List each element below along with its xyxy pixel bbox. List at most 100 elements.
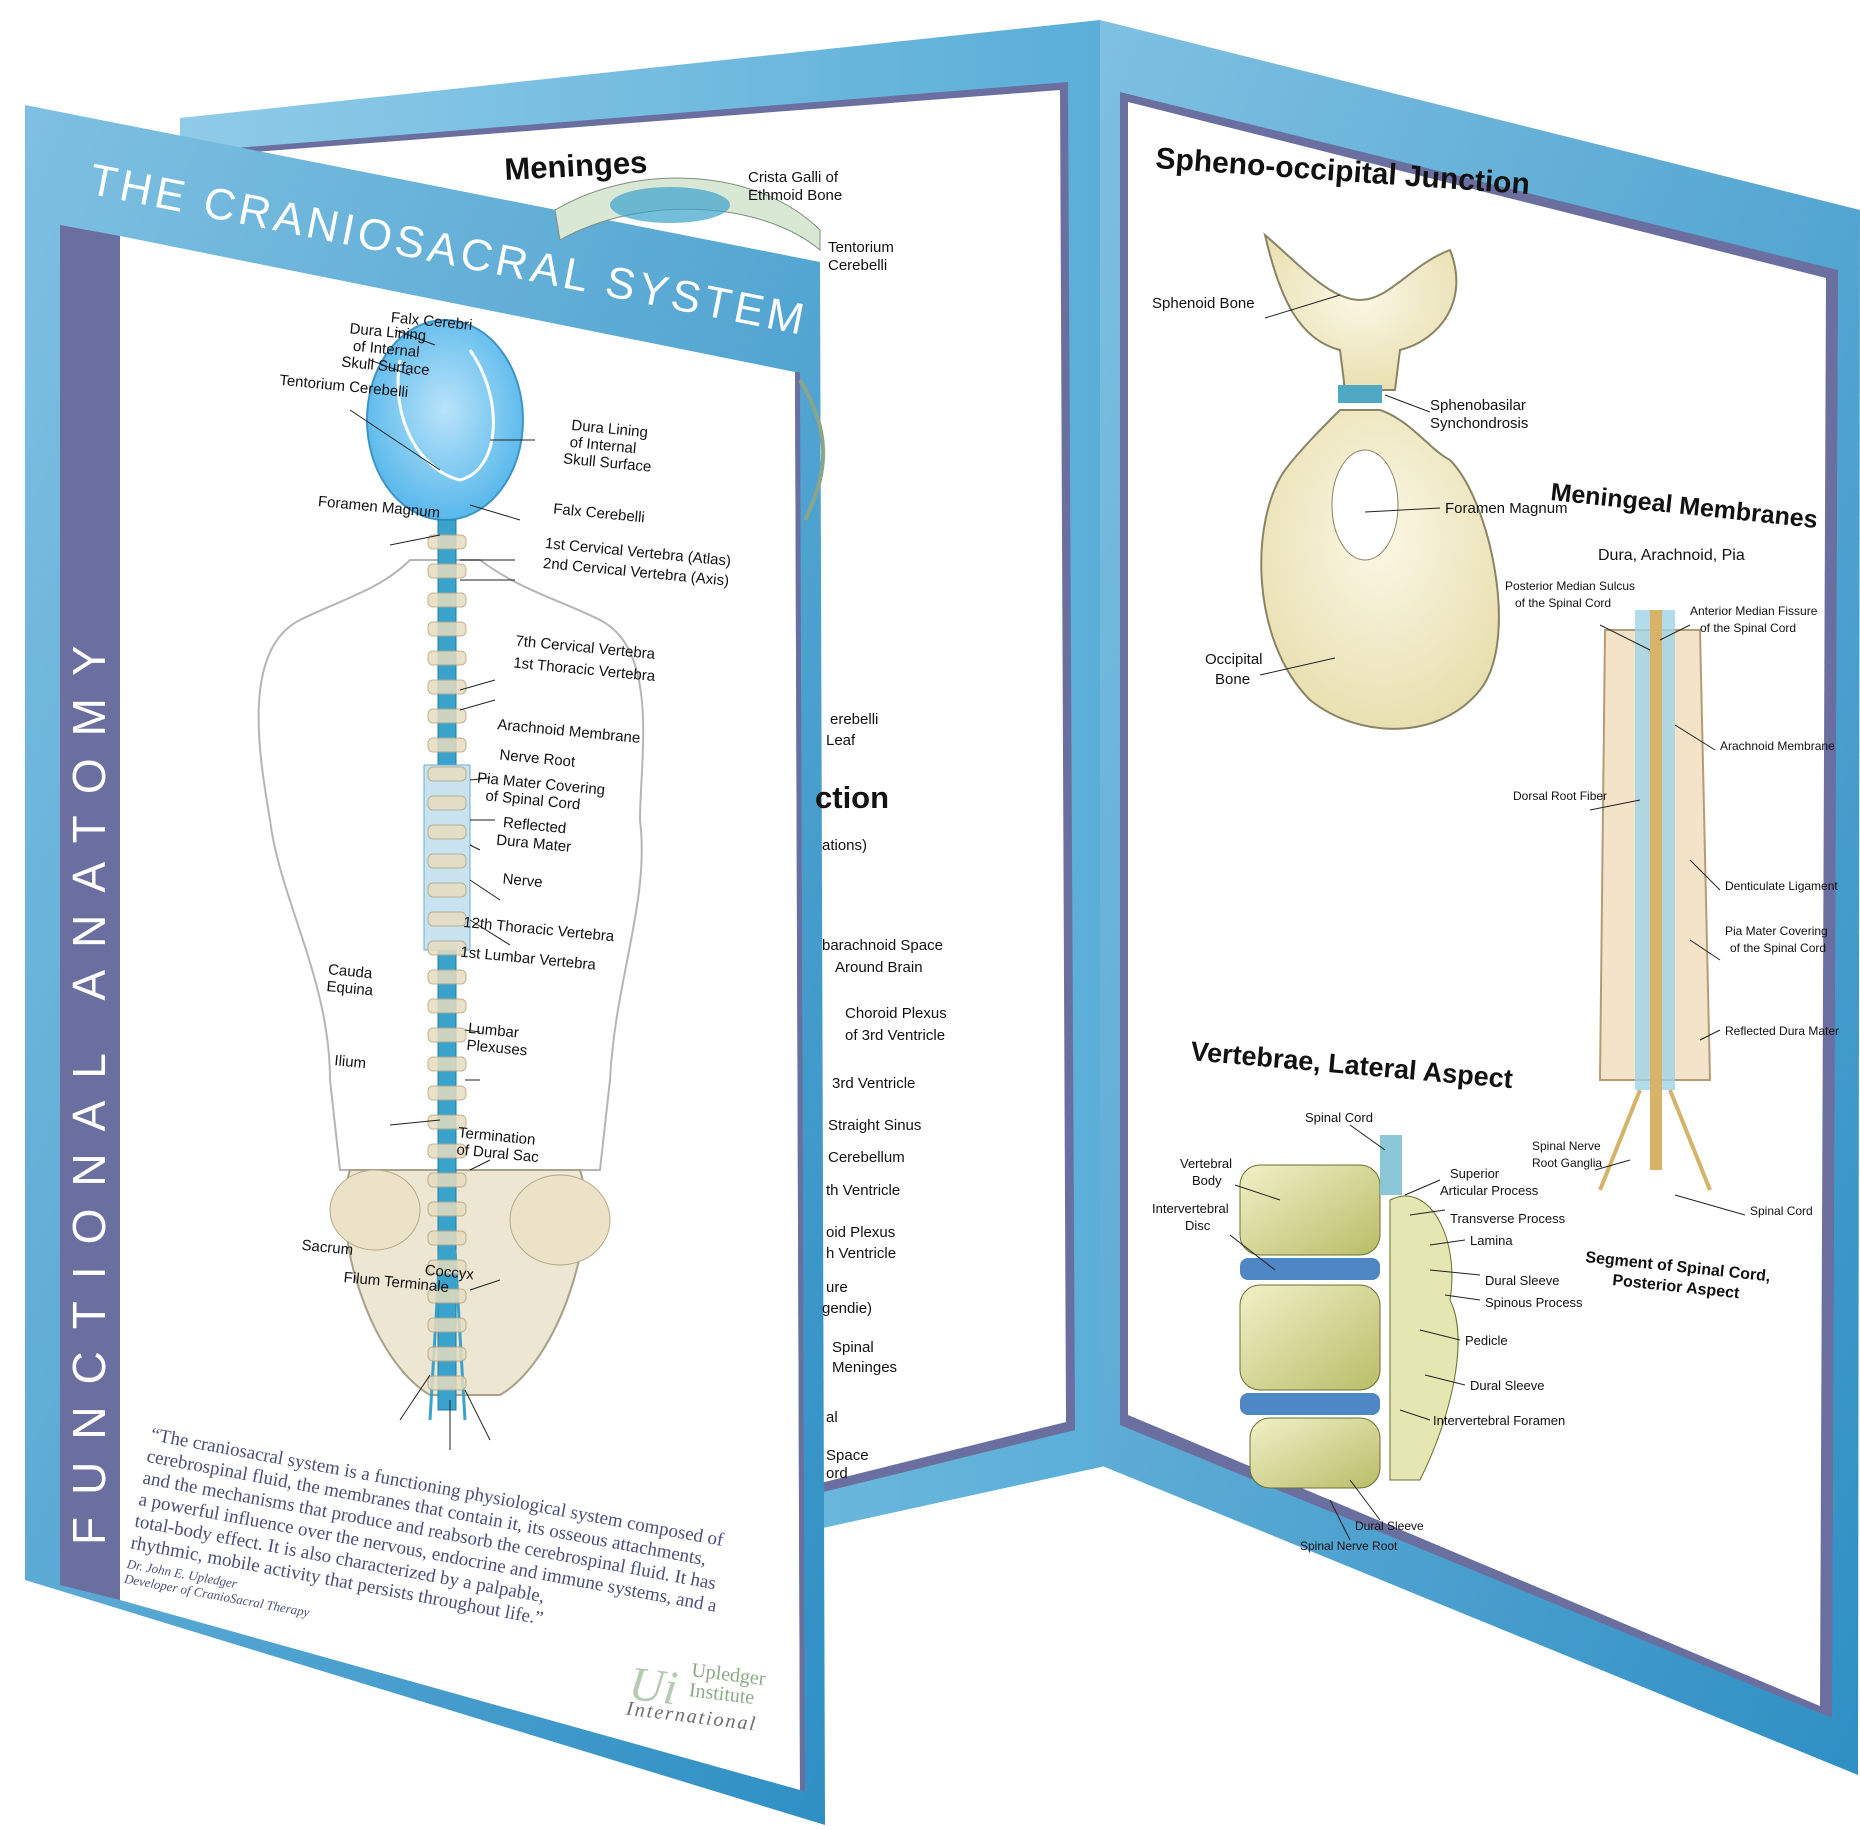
label-arachnoid: Arachnoid Membrane	[497, 716, 641, 747]
vertebra-tick	[427, 795, 467, 811]
label-dural-1: Dural Sleeve	[1485, 1273, 1559, 1288]
label-ganglia-2: Root Ganglia	[1532, 1156, 1602, 1170]
crista-1: Crista Galli of	[748, 169, 839, 186]
label-lumbar-2: Plexuses	[466, 1037, 528, 1060]
label-sphenobasilar-1: Sphenobasilar	[1430, 397, 1526, 414]
label-lumbar-1: Lumbar	[467, 1020, 519, 1042]
vertebra-tick	[427, 824, 467, 840]
label-vbody-2: Body	[1192, 1173, 1222, 1188]
occipital-bone-art	[1260, 409, 1500, 730]
frag-gendie: gendie)	[822, 1300, 872, 1317]
leader-lines	[349, 294, 1746, 1541]
frag-subarachnoid-1: barachnoid Space	[822, 937, 943, 954]
vertebra-tick	[427, 998, 467, 1014]
frag-straight: Straight Sinus	[828, 1117, 921, 1134]
label-pms-1: Posterior Median Sulcus	[1505, 579, 1635, 593]
vertebra-tick	[427, 563, 467, 579]
upledger-logo: Ui Upledger Institute International	[624, 1657, 767, 1736]
vertebra-tick	[427, 650, 467, 666]
label-pms-2: of the Spinal Cord	[1515, 596, 1611, 610]
label-dura-lining-l2: of Internal	[352, 338, 420, 361]
vertebra-tick	[427, 1027, 467, 1043]
label-foramen-magnum: Foramen Magnum	[317, 493, 441, 522]
frag-choroid4-a: oid Plexus	[826, 1224, 895, 1241]
frag-space: Space	[826, 1447, 869, 1464]
mm-title: Meningeal Membranes	[1549, 478, 1819, 534]
label-sacrum: Sacrum	[301, 1237, 354, 1259]
frag-spinal-1: Spinal	[832, 1339, 874, 1356]
label-snr: Spinal Nerve Root	[1300, 1539, 1398, 1553]
frag-choroid4-b: h Ventricle	[826, 1245, 896, 1262]
mm-subtitle: Dura, Arachnoid, Pia	[1598, 547, 1745, 564]
label-foramen: Foramen Magnum	[1445, 500, 1568, 517]
meninges-skull	[554, 177, 826, 521]
front-vertebrae	[427, 534, 467, 1391]
frag-leaf: Leaf	[826, 732, 856, 749]
label-tentorium: Tentorium Cerebelli	[279, 372, 409, 401]
frag-ations: ations)	[822, 837, 867, 854]
label-pedicle: Pedicle	[1465, 1333, 1508, 1348]
vertebra-tick	[427, 621, 467, 637]
label-spinal-cord-r: Spinal Cord	[1750, 1204, 1813, 1218]
vertebra-tick	[427, 1317, 467, 1333]
vertebra-tick	[427, 1375, 467, 1391]
label-nerve-root: Nerve Root	[499, 747, 577, 771]
frag-subarachnoid-2: Around Brain	[835, 959, 923, 976]
label-sap-2: Articular Process	[1440, 1183, 1539, 1198]
label-t12: 12th Thoracic Vertebra	[463, 914, 616, 946]
frag-4th: th Ventricle	[826, 1182, 900, 1199]
vertebra-tick	[427, 1114, 467, 1130]
label-v-spinal-cord: Spinal Cord	[1305, 1110, 1373, 1125]
vertebra-tick	[427, 1230, 467, 1246]
label-sphenoid: Sphenoid Bone	[1152, 295, 1255, 312]
vertebra-tick	[427, 1201, 467, 1217]
label-disc-2: Disc	[1185, 1218, 1211, 1233]
label-disc-1: Intervertebral	[1152, 1201, 1229, 1216]
middle-labels: Meninges Crista Galli of Ethmoid Bone Te…	[504, 145, 947, 1482]
label-denticulate: Denticulate Ligament	[1725, 879, 1838, 893]
label-dorsal: Dorsal Root Fiber	[1513, 789, 1607, 803]
label-reflected-r: Reflected Dura Mater	[1725, 1024, 1839, 1038]
frag-choroid-1: Choroid Plexus	[845, 1005, 947, 1022]
label-amf-1: Anterior Median Fissure	[1690, 604, 1818, 618]
vertebra-tick	[427, 1259, 467, 1275]
so-title: Spheno-occipital Junction	[1155, 142, 1531, 201]
vertebra-tick	[427, 940, 467, 956]
label-dura-lining-r2: of Internal	[569, 434, 637, 457]
label-amf-2: of the Spinal Cord	[1700, 621, 1796, 635]
label-arachnoid-r: Arachnoid Membrane	[1720, 739, 1835, 753]
tentorium-2: Cerebelli	[828, 257, 887, 274]
label-vbody-1: Vertebral	[1180, 1156, 1232, 1171]
label-ganglia-1: Spinal Nerve	[1532, 1139, 1601, 1153]
spinal-cord-segment-art	[1598, 610, 1712, 1191]
crista-2: Ethmoid Bone	[748, 187, 842, 204]
label-spinous: Spinous Process	[1485, 1295, 1583, 1310]
label-dura-lining-r3: Skull Surface	[562, 450, 652, 475]
vertebra-tick	[427, 882, 467, 898]
frag-ction: ction	[815, 780, 889, 815]
frag-ure: ure	[826, 1279, 848, 1296]
label-cauda-2: Equina	[326, 978, 375, 999]
frag-choroid-2: of 3rd Ventricle	[845, 1027, 945, 1044]
vertebra-tick	[427, 534, 467, 550]
vertebra-tick	[427, 1143, 467, 1159]
frag-spinal-2: Meninges	[832, 1359, 897, 1376]
sphenoid-bone-art	[1263, 232, 1458, 403]
label-l1: 1st Lumbar Vertebra	[460, 944, 598, 974]
label-occipital-2: Bone	[1215, 671, 1250, 688]
logo-mark: Ui	[626, 1657, 680, 1715]
label-reflected-1: Reflected	[502, 814, 567, 837]
vl-title: Vertebrae, Lateral Aspect	[1189, 1036, 1514, 1094]
frag-al: al	[826, 1409, 838, 1426]
label-falx-cerebelli: Falx Cerebelli	[553, 501, 646, 527]
vertebra-tick	[427, 853, 467, 869]
frag-ord: ord	[826, 1465, 848, 1482]
vertebra-tick	[427, 1346, 467, 1362]
frag-3rd: 3rd Ventricle	[832, 1075, 915, 1092]
vertebra-tick	[427, 679, 467, 695]
label-coccyx: Coccyx	[424, 1262, 475, 1284]
frag-cerebellum: Cerebellum	[828, 1149, 905, 1166]
vertebra-tick	[427, 737, 467, 753]
